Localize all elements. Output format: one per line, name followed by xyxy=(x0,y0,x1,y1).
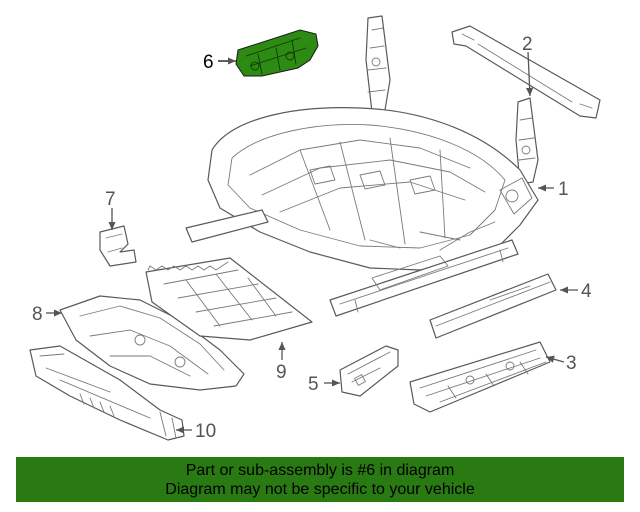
part-4-track-rail[interactable] xyxy=(429,273,557,339)
callout-2-leader xyxy=(525,51,534,97)
part-9-seat-pan[interactable] xyxy=(145,257,313,341)
callout-2: 2 xyxy=(522,34,533,55)
part-1-seat-frame[interactable] xyxy=(185,15,539,317)
callout-8: 8 xyxy=(32,304,43,325)
callout-3-leader xyxy=(545,355,565,363)
part-3-side-bracket[interactable] xyxy=(409,341,551,413)
callout-5: 5 xyxy=(308,374,319,395)
part-info-banner: Part or sub-assembly is #6 in diagram Di… xyxy=(16,457,624,502)
callout-6: 6 xyxy=(203,52,214,73)
part-10-trim-panel[interactable] xyxy=(29,345,185,441)
part-5-seat-switch[interactable] xyxy=(339,345,399,397)
callout-3: 3 xyxy=(566,353,577,374)
banner-line-2: Diagram may not be specific to your vehi… xyxy=(165,481,475,498)
callout-1: 1 xyxy=(558,179,569,200)
callout-10: 10 xyxy=(195,421,216,442)
part-6-highlighted-module[interactable] xyxy=(235,29,319,77)
callout-9: 9 xyxy=(276,362,287,383)
callout-7: 7 xyxy=(105,189,116,210)
part-7-clip[interactable] xyxy=(99,225,137,267)
seat-frame-exploded-diagram: 1 2 3 4 5 6 7 8 9 10 xyxy=(29,15,601,442)
callout-4: 4 xyxy=(581,281,592,302)
part-8-lower-cover[interactable] xyxy=(59,295,245,391)
banner-line-1: Part or sub-assembly is #6 in diagram xyxy=(185,462,455,479)
part-2-cross-tube[interactable] xyxy=(451,25,601,119)
